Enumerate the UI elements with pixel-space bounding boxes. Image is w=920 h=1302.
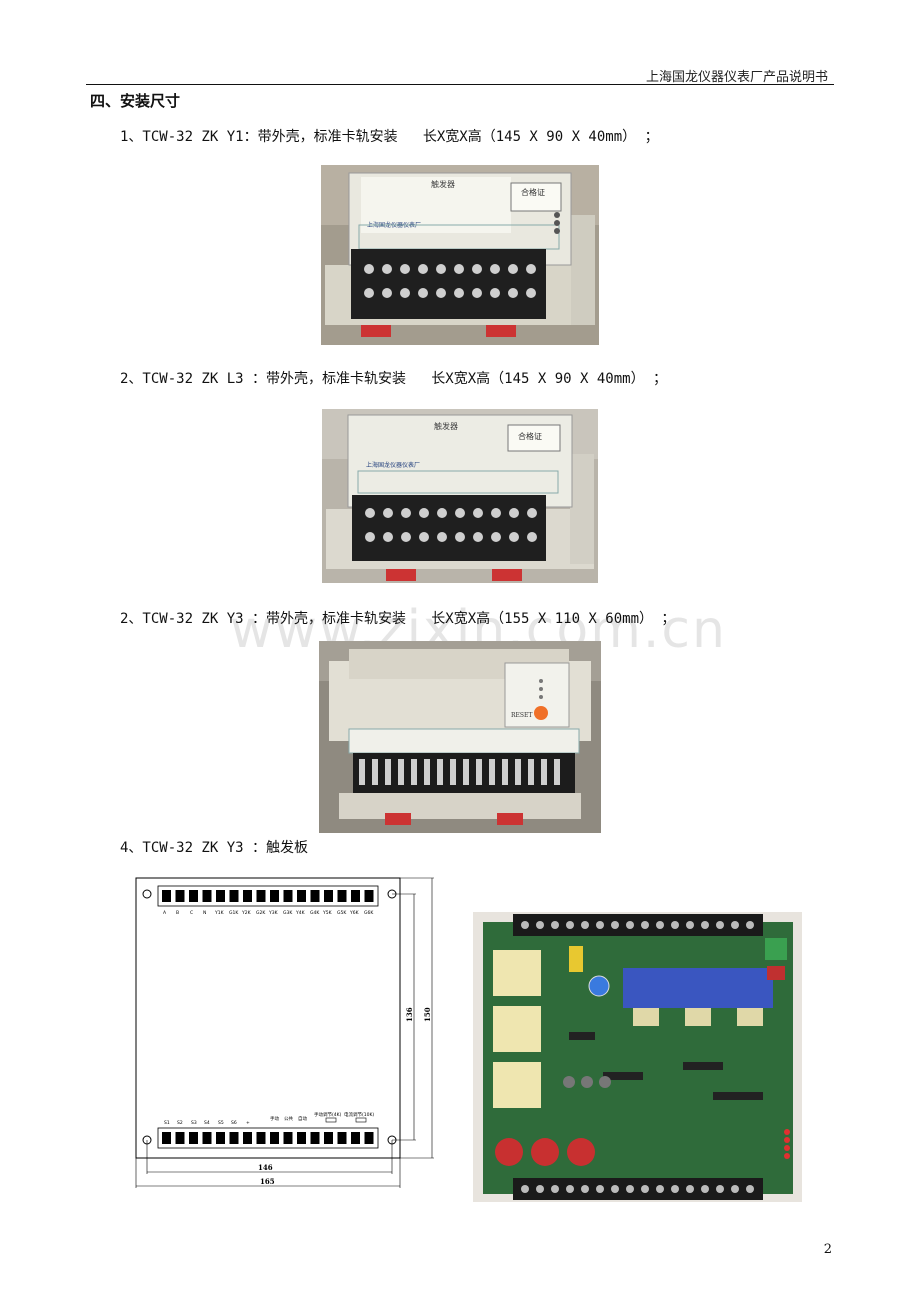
- cert-label: 合格证: [521, 187, 545, 197]
- device-photo-l3: 触发器 合格证 上海国龙仪器仪表厂: [322, 409, 598, 583]
- item-4: 4、TCW-32 ZK Y3 ：触发板: [120, 840, 309, 856]
- svg-text:触发器: 触发器: [434, 421, 458, 431]
- bottom-terminal-label: S6: [231, 1120, 237, 1126]
- device-photo-y1: 触发器 合格证 上海国龙仪器仪表厂: [321, 165, 599, 345]
- section-title: 四、安装尺寸: [90, 92, 181, 110]
- top-terminal-label: G2K: [256, 910, 266, 916]
- top-terminal-label: B: [176, 910, 179, 916]
- bottom-terminal-label: S3: [191, 1120, 197, 1126]
- bottom-terminal-label: S2: [177, 1120, 183, 1126]
- top-terminal-label: G6K: [364, 910, 374, 916]
- top-terminal-label: Y5K: [322, 910, 333, 916]
- top-terminal-label: G4K: [310, 910, 320, 916]
- header-title: 上海国龙仪器仪表厂产品说明书: [645, 70, 828, 85]
- bottom-terminal-label: +: [246, 1120, 250, 1126]
- item-1: 1、TCW-32 ZK Y1：带外壳，标准卡轨安装 长X宽X高（145 X 90…: [120, 129, 659, 145]
- top-terminal-label: Y6K: [349, 910, 360, 916]
- top-terminal-label: G1K: [229, 910, 239, 916]
- trigger-board-photo: [473, 912, 802, 1202]
- trigger-label: 触发器: [431, 179, 455, 189]
- top-terminal-label: Y1K: [214, 910, 225, 916]
- bottom-terminal-label: S1: [164, 1120, 170, 1126]
- item-3: 2、TCW-32 ZK Y3 ：带外壳，标准卡轨安装 长X宽X高（155 X 1…: [120, 611, 676, 627]
- dim-width-inner: 146: [258, 1163, 273, 1172]
- dimension-drawing: A B C N Y1K G1K Y2K G2K Y3K G3K Y4K G4K …: [135, 877, 434, 1188]
- dim-height-inner: 136: [405, 1007, 414, 1022]
- svg-text:上海国龙仪器仪表厂: 上海国龙仪器仪表厂: [366, 461, 420, 469]
- top-terminal-label: G5K: [337, 910, 347, 916]
- svg-text:合格证: 合格证: [518, 431, 542, 441]
- dim-height-outer: 150: [423, 1007, 432, 1022]
- top-terminal-label: Y4K: [295, 910, 306, 916]
- bottom-terminal-label: 电流调节(10K): [344, 1111, 374, 1118]
- item-2: 2、TCW-32 ZK L3 ：带外壳，标准卡轨安装 长X宽X高（145 X 9…: [120, 371, 668, 387]
- bottom-terminal-label: 手动调节(4K): [314, 1111, 342, 1118]
- top-terminal-label: C: [190, 910, 193, 916]
- bottom-terminal-label: 自动: [298, 1115, 307, 1122]
- bottom-terminal-label: 手动: [270, 1115, 279, 1122]
- top-terminal-label: A: [163, 910, 167, 916]
- top-terminal-label: G3K: [283, 910, 293, 916]
- reset-label: RESET: [511, 712, 532, 719]
- header-rule: [86, 84, 834, 85]
- bottom-terminal-label: S5: [218, 1120, 224, 1126]
- dim-width-outer: 165: [260, 1177, 275, 1186]
- top-terminal-label: Y3K: [268, 910, 279, 916]
- bottom-terminal-label: 公共: [284, 1115, 293, 1122]
- top-terminal-label: N: [203, 910, 206, 916]
- page-number: 2: [823, 1242, 832, 1257]
- bottom-terminal-label: S4: [204, 1120, 210, 1126]
- top-terminal-label: Y2K: [241, 910, 252, 916]
- device-photo-y3: RESET: [319, 641, 601, 833]
